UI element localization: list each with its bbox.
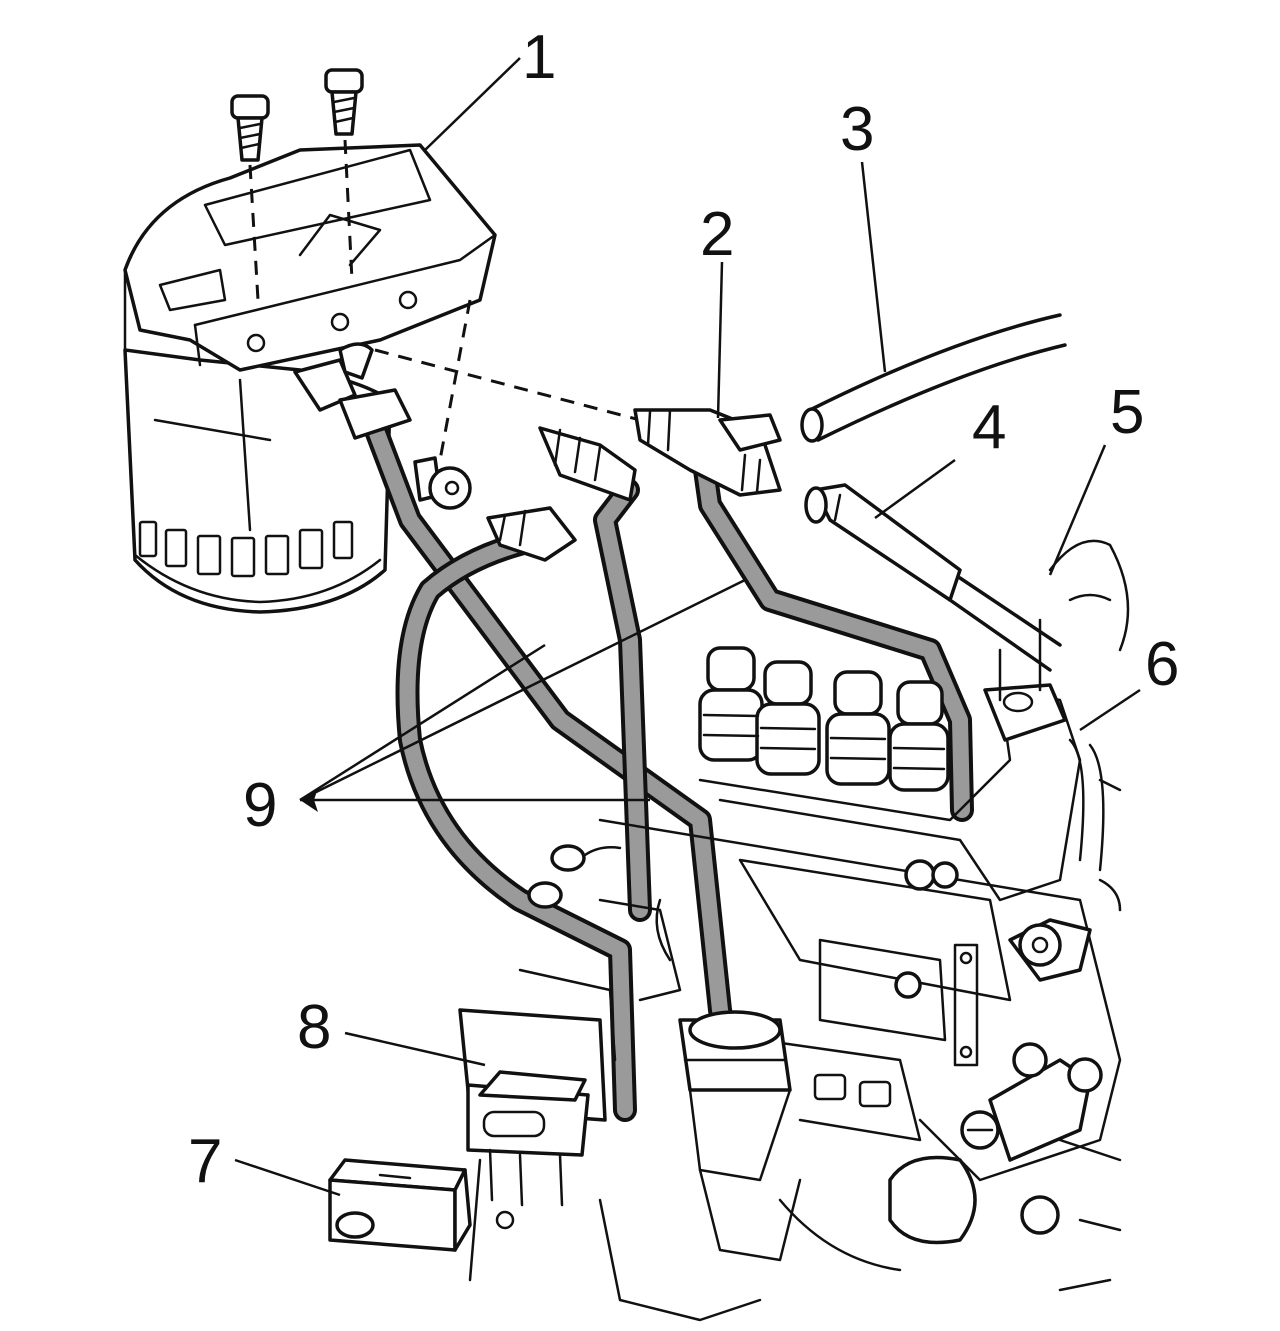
component-8: [458, 1008, 607, 1230]
callout-2: 2: [700, 200, 734, 269]
callout-4: 4: [972, 393, 1006, 462]
banjo-bolt: [413, 456, 472, 510]
leader-9a: [299, 643, 546, 802]
leader-1: [424, 57, 521, 151]
callout-labels: 1 2 3 4 5 6 7 8 9: [188, 23, 1179, 1196]
callout-3: 3: [840, 95, 874, 164]
leader-2: [716, 261, 724, 419]
return-hose: [800, 313, 1067, 443]
fuel-filter: [123, 68, 497, 614]
injection-pump: [468, 539, 1130, 1322]
callout-7: 7: [188, 1127, 222, 1196]
leader-3: [860, 161, 887, 373]
component-7: [328, 1158, 472, 1252]
leader-5: [1048, 444, 1107, 576]
callout-1: 1: [522, 23, 556, 92]
callout-5: 5: [1110, 378, 1144, 447]
callout-8: 8: [297, 993, 331, 1062]
leader-6: [1079, 688, 1141, 732]
leader-lines: [234, 57, 1141, 1197]
leader-7: [234, 1158, 341, 1197]
leader-8: [344, 1031, 486, 1067]
supply-hose: [804, 483, 1062, 672]
callout-6: 6: [1145, 630, 1179, 699]
leader-9b: [299, 578, 746, 802]
leader-4: [874, 458, 956, 520]
callout-9: 9: [243, 771, 277, 840]
